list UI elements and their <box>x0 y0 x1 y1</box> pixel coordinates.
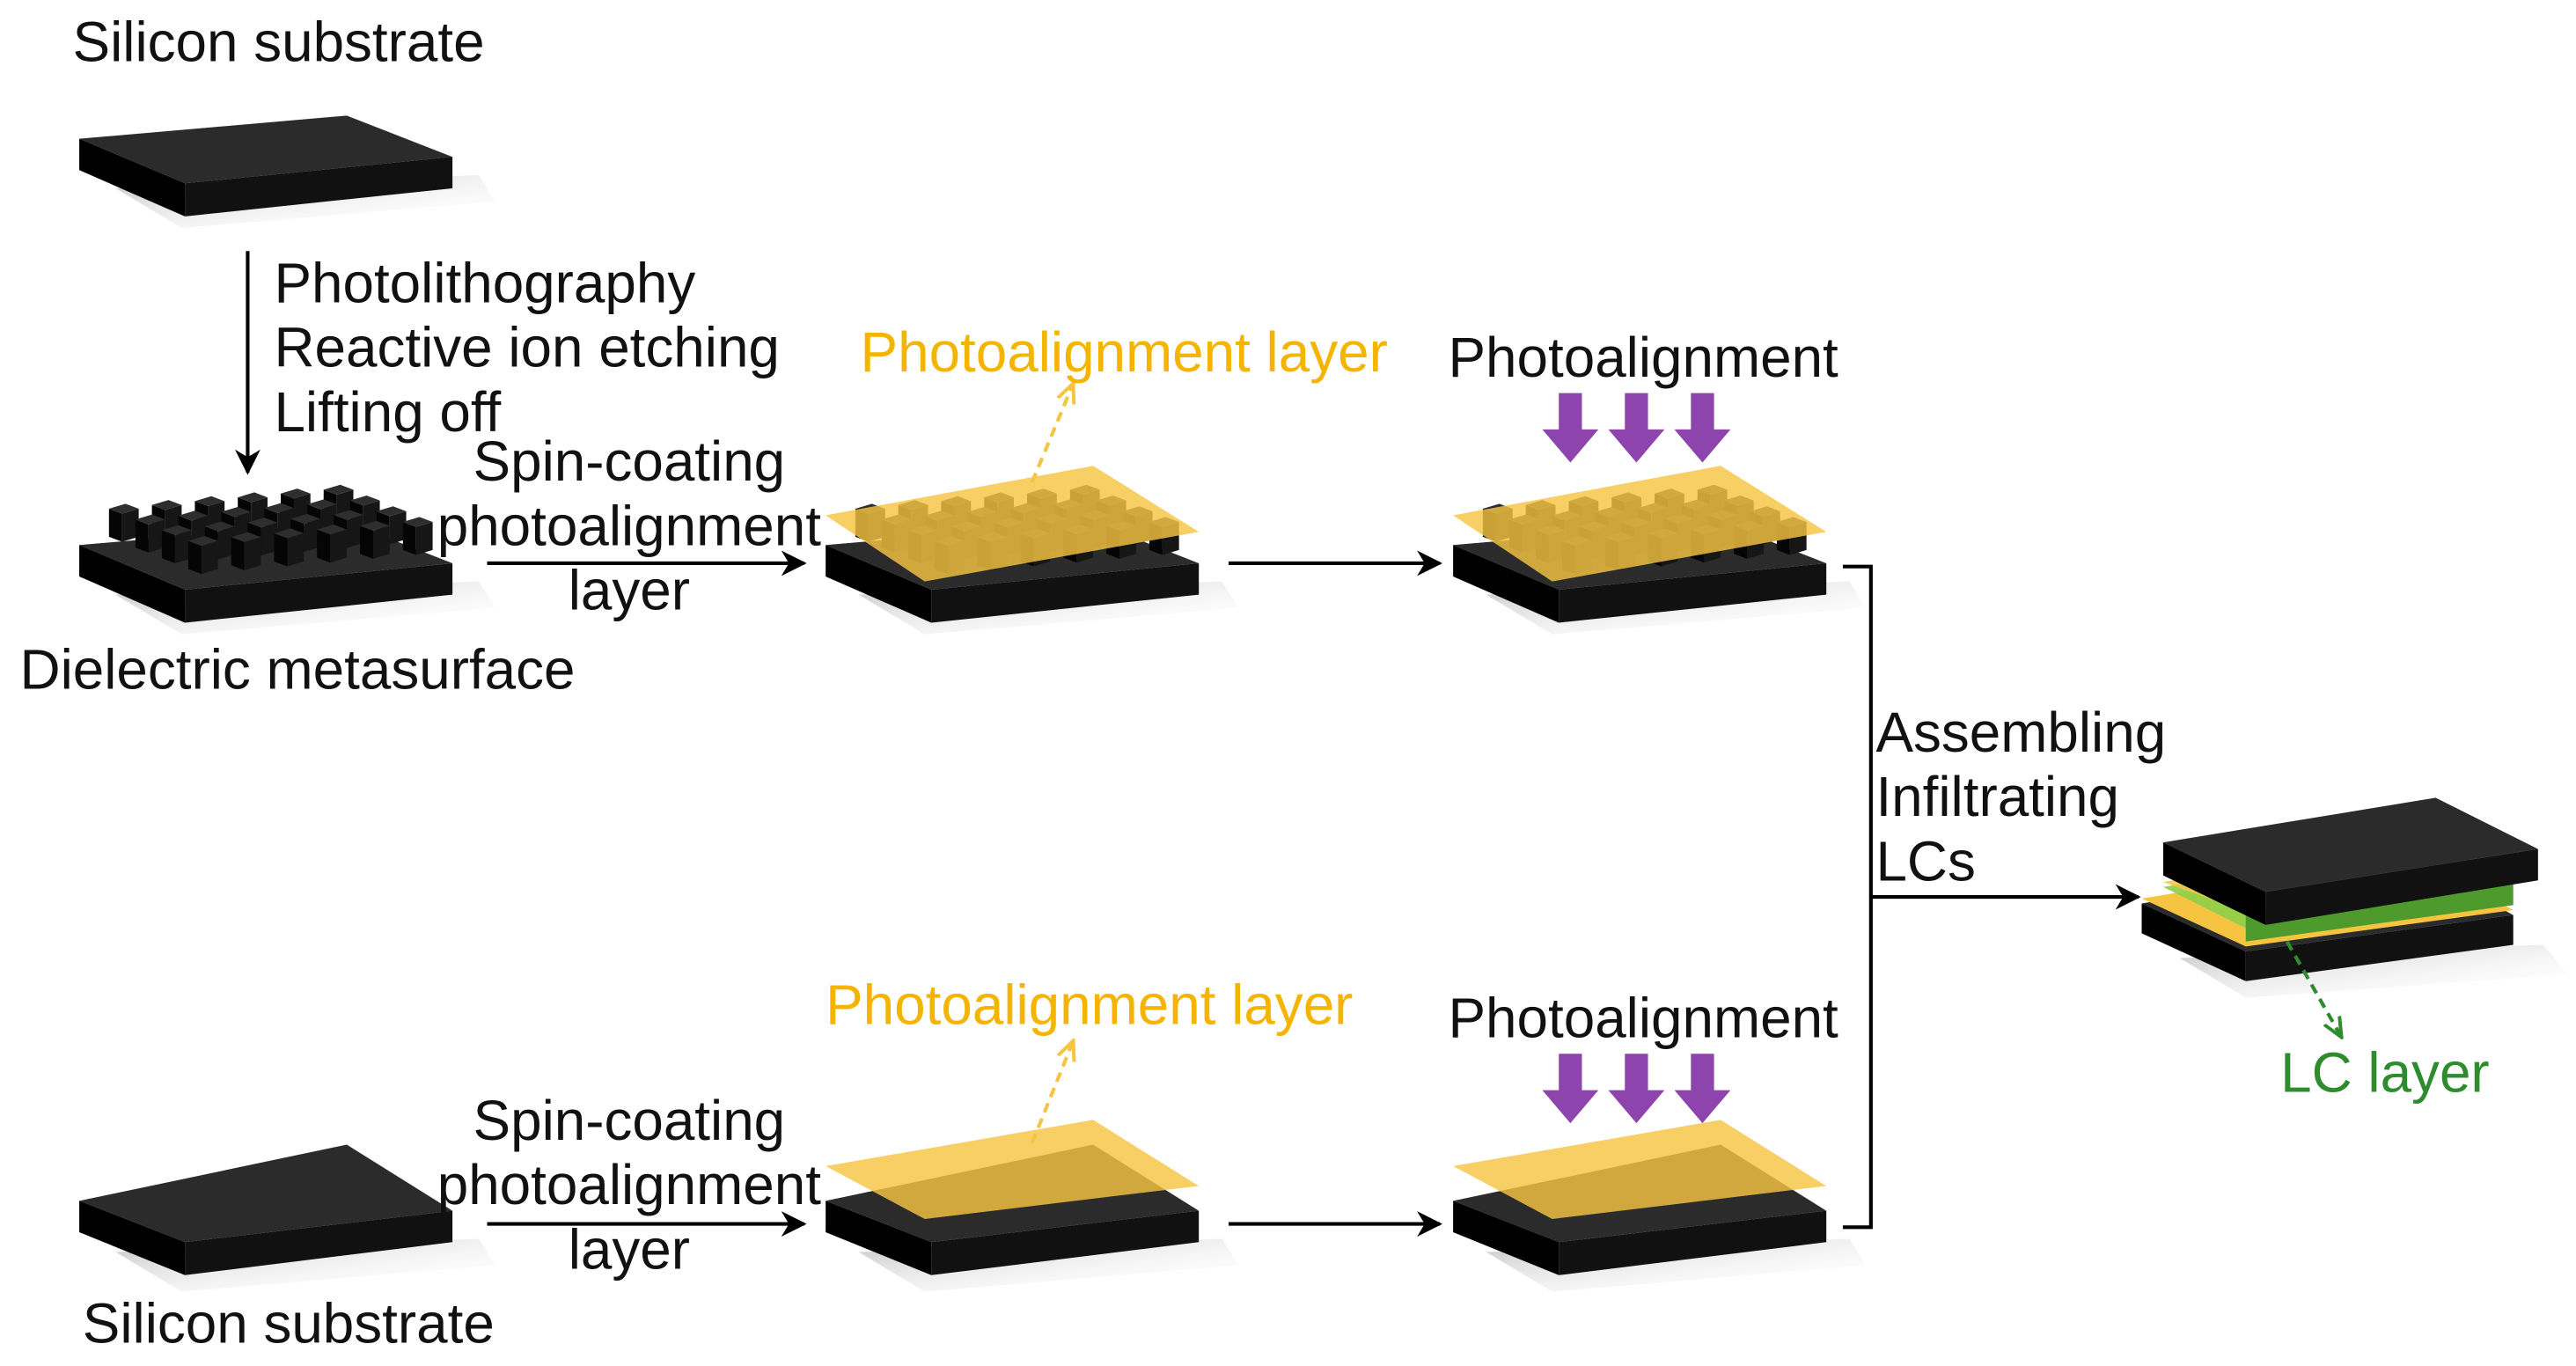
label-photolithography: Photolithography <box>274 251 695 314</box>
pillar-front <box>347 515 363 548</box>
pillar-front <box>304 518 320 552</box>
pillar-front <box>415 522 433 555</box>
pillar-side <box>402 522 416 555</box>
pillar-side <box>317 529 331 563</box>
pillar-front <box>201 540 218 575</box>
photoalignment-layer-shape <box>826 466 1200 582</box>
pillar-side <box>135 519 149 553</box>
pillar-front <box>121 509 139 542</box>
label-assembling: Assembling <box>1875 701 2166 764</box>
pillar-top <box>247 518 278 528</box>
photoalignment-layer-shape <box>1453 466 1827 582</box>
pillar-top <box>238 492 268 503</box>
pillar-front <box>261 522 278 556</box>
pillar-side <box>161 530 175 563</box>
label-infiltrating: Infiltrating <box>1875 765 2119 828</box>
label-spin-coating-top-1: Spin-coating <box>473 430 786 493</box>
pillar-top <box>135 514 165 525</box>
pointer-photoalignment-layer-bottom <box>1030 1040 1074 1144</box>
label-silicon-substrate-top: Silicon substrate <box>73 10 485 73</box>
assembly-bracket <box>1842 564 1873 1230</box>
pillar-top <box>161 525 192 536</box>
pillar-front <box>244 537 261 570</box>
pillar-top <box>108 503 139 514</box>
pillar-top <box>306 499 337 510</box>
uv-arrows-bottom <box>1542 1054 1731 1124</box>
pillar-top <box>187 535 218 547</box>
pillar-side <box>108 509 122 542</box>
pillar-top <box>323 484 354 496</box>
pillar-side <box>187 540 202 575</box>
pillar-top <box>231 532 261 542</box>
label-spin-coating-bottom-3: layer <box>569 1217 690 1281</box>
pillar-top <box>376 506 407 517</box>
pillar-front <box>373 525 390 559</box>
pillar-front <box>389 510 407 545</box>
pillar-top <box>274 528 305 539</box>
pillar-top <box>221 506 252 518</box>
pillar-side <box>360 525 374 559</box>
substrate-with-photoalignment-layer <box>826 1120 1239 1292</box>
silicon-substrate-top <box>79 115 495 228</box>
pillar-top <box>178 510 209 521</box>
pointer-lc-layer <box>2285 940 2342 1038</box>
pillar-front <box>217 526 235 560</box>
pillar-top <box>204 521 235 532</box>
pillar-top <box>290 513 320 525</box>
label-spin-coating-top-3: layer <box>569 558 690 621</box>
pillar-top <box>402 517 433 527</box>
pillar-top <box>317 525 348 535</box>
label-lc-layer: LC layer <box>2280 1040 2490 1104</box>
metasurface-pillars <box>108 484 433 575</box>
pillar-front <box>330 529 348 563</box>
silicon-substrate-bottom <box>79 1144 495 1292</box>
label-spin-coating-top-2: photoalignment <box>437 494 821 557</box>
label-dielectric-metasurface: Dielectric metasurface <box>20 638 576 701</box>
assembled-lc-device <box>2141 797 2568 998</box>
pillar-top <box>194 496 225 507</box>
pillar-side <box>231 537 245 570</box>
pillar-front <box>174 530 192 563</box>
pillar-front <box>148 519 165 553</box>
label-photoalignment-layer-top: Photoalignment layer <box>861 320 1388 384</box>
pillar-top <box>151 500 182 510</box>
label-spin-coating-bottom-2: photoalignment <box>437 1153 821 1216</box>
pillar-front <box>287 532 305 567</box>
pillar-top <box>280 488 311 499</box>
label-lifting-off: Lifting off <box>274 380 501 444</box>
pointer-photoalignment-layer-top <box>1030 383 1074 483</box>
label-silicon-substrate-bottom: Silicon substrate <box>83 1292 495 1355</box>
pillar-top <box>264 503 294 513</box>
label-photoalignment-layer-bottom: Photoalignment layer <box>826 973 1353 1037</box>
pillar-top <box>360 520 390 531</box>
pillar-side <box>274 532 288 567</box>
pillar-top <box>349 495 380 506</box>
uv-arrows-top <box>1542 393 1731 463</box>
pillar-top <box>334 510 363 520</box>
label-spin-coating-bottom-1: Spin-coating <box>473 1089 786 1152</box>
label-lcs: LCs <box>1875 829 1975 892</box>
label-photoalignment-top: Photoalignment <box>1448 326 1838 389</box>
photoaligned-substrate <box>1453 1120 1867 1292</box>
label-photoalignment-bottom: Photoalignment <box>1448 987 1838 1050</box>
label-reactive-ion-etching: Reactive ion etching <box>274 316 779 379</box>
